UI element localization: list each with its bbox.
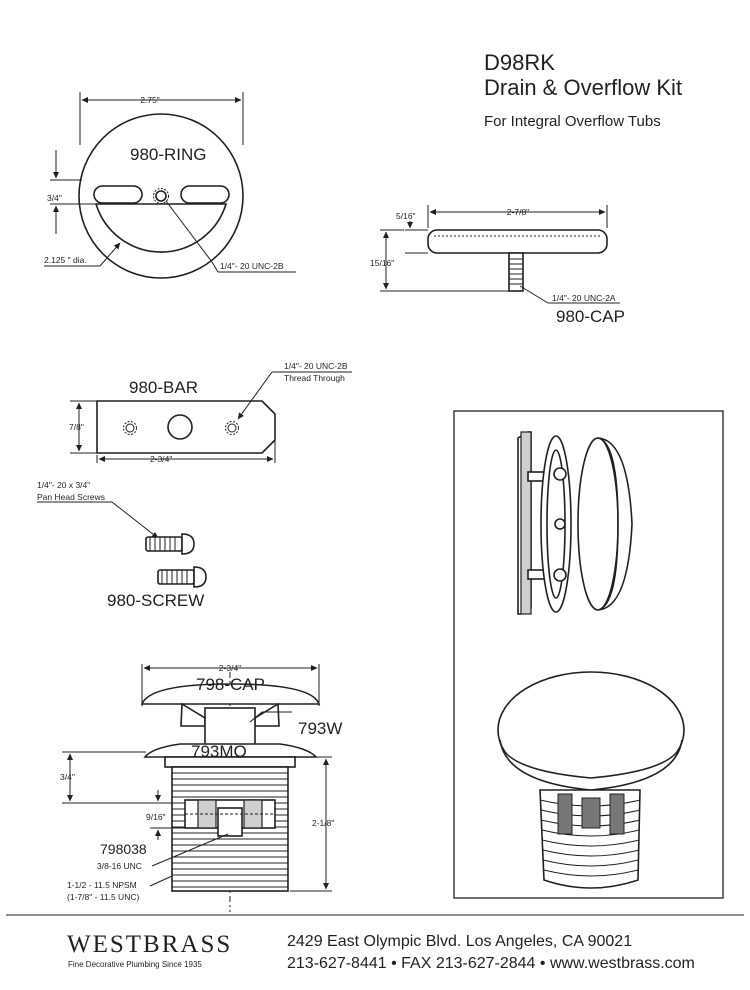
brand-logo: WESTBRASS — [67, 931, 232, 958]
drain-stem-thread: 3/8-16 UNC — [97, 861, 142, 871]
drain-flange — [143, 743, 318, 758]
bar-thread-note-2: Thread Through — [284, 373, 345, 383]
header: D98RK Drain & Overflow Kit For Integral … — [484, 50, 682, 130]
company-address: 2429 East Olympic Blvd. Los Angeles, CA … — [287, 933, 632, 950]
cap-height-dim: 15/16" — [370, 258, 394, 268]
drain-flange-depth-dim: 3/4" — [60, 772, 75, 782]
ring-width-dim: 2.75" — [140, 95, 160, 105]
overflow-exploded-view — [517, 431, 633, 615]
cap-drawing: 2-7/8" 5/16" 15/16" 1/4"- 20 UNC-2A 980-… — [370, 205, 625, 326]
ring-lower-cutout — [94, 203, 228, 253]
ring-threaded-hole — [155, 190, 167, 202]
footer: WESTBRASS Fine Decorative Plumbing Since… — [67, 931, 695, 972]
bar-right-thread — [225, 421, 239, 435]
screw-label: 980-SCREW — [107, 591, 204, 610]
cap-width-dim: 2-7/8" — [507, 207, 529, 217]
cap-disc — [427, 229, 608, 254]
bar-left-thread — [123, 421, 137, 435]
bar-center-hole — [167, 414, 193, 440]
ring-outer — [78, 113, 244, 279]
drain-stem-label: 798038 — [100, 841, 147, 857]
bar-length-dim: 2-3/4" — [150, 454, 172, 464]
drain-body-thread-1: 1-1/2 - 11.5 NPSM — [67, 880, 137, 890]
drain-cap-label: 798-CAP — [196, 675, 265, 694]
ring-drawing: 2.75" 980-RING 3/4" 2.125 " dia. 1/4"- 2… — [44, 92, 296, 279]
drain-cap — [140, 683, 321, 705]
screw-drawing: 1/4"- 20 x 3/4" Pan Head Screws 980-SCRE… — [37, 480, 207, 610]
screw-note-1: 1/4"- 20 x 3/4" — [37, 480, 90, 490]
cap-label: 980-CAP — [556, 307, 625, 326]
drain-total-dim: 2-1/8" — [312, 818, 334, 828]
drain-cap-width-dim: 2-3/4" — [219, 663, 241, 673]
drain-perspective-view — [497, 671, 685, 889]
ring-left-slot — [93, 185, 143, 204]
ring-right-slot — [180, 185, 230, 204]
ring-label: 980-RING — [130, 145, 207, 164]
brand-tagline: Fine Decorative Plumbing Since 1935 — [68, 960, 202, 969]
company-contact: 213-627-8441 • FAX 213-627-2844 • www.we… — [287, 955, 695, 972]
bar-body — [96, 400, 276, 454]
bar-height-dim: 7/8" — [69, 422, 84, 432]
cap-stud — [508, 252, 524, 292]
model-number: D98RK — [484, 50, 555, 75]
screw-note-2: Pan Head Screws — [37, 492, 105, 502]
cap-thickness-dim: 5/16" — [396, 211, 416, 221]
screw-2 — [157, 566, 207, 588]
drain-body-label: 793W — [298, 719, 342, 738]
ring-thread-note: 1/4"- 20 UNC-2B — [220, 261, 284, 271]
bar-drawing: 980-BAR 7/8" 2-3/4" 1/4"- 20 UNC-2B Thre… — [69, 361, 352, 464]
ring-slot-offset-dim: 3/4" — [47, 193, 62, 203]
drain-drawing: 2-3/4" 798-CAP 793W 793MO 3/4" — [60, 663, 342, 912]
bar-label: 980-BAR — [129, 378, 198, 397]
perspective-views-frame — [453, 410, 724, 899]
kit-subtitle: For Integral Overflow Tubs — [484, 113, 661, 130]
kit-title: Drain & Overflow Kit — [484, 75, 682, 100]
cap-thread-note: 1/4"- 20 UNC-2A — [552, 293, 616, 303]
screw-1 — [145, 533, 195, 555]
drain-stem-dim: 9/16" — [146, 812, 166, 822]
bar-thread-note-1: 1/4"- 20 UNC-2B — [284, 361, 348, 371]
drain-body-thread-2: (1-7/8" - 11.5 UNC) — [67, 892, 139, 902]
ring-inner-dia-dim: 2.125 " dia. — [44, 255, 87, 265]
